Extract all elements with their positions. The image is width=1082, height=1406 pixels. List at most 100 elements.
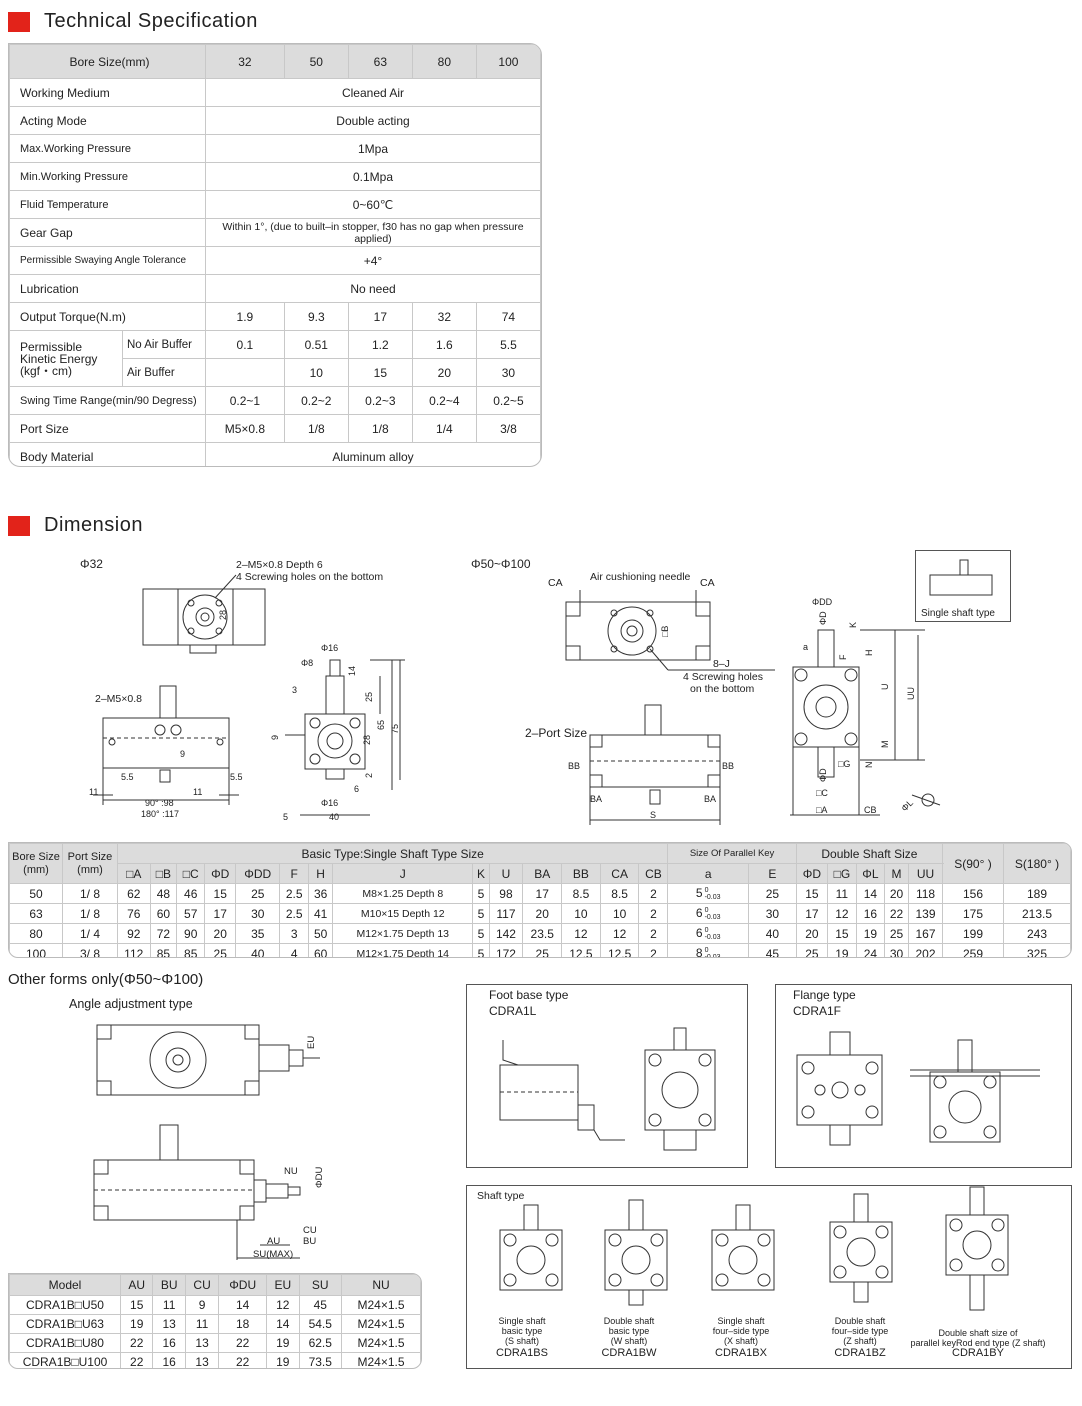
row-value: 0.1Mpa — [205, 162, 541, 191]
col-L: ΦL — [855, 863, 886, 884]
dim-28-side: 28 — [362, 735, 372, 745]
phi50-100-label: Φ50~Φ100 — [471, 557, 531, 571]
bu-col: BU — [152, 1274, 186, 1296]
tol-lower: -0.03 — [704, 953, 721, 958]
cell: 30 — [475, 358, 541, 387]
table-cell: 19 — [266, 1333, 300, 1353]
phi32-label: Φ32 — [80, 557, 103, 571]
dimension-title: Dimension — [44, 514, 143, 536]
bore-63: 63 — [347, 44, 413, 79]
cell: 1/4 — [411, 414, 477, 443]
nu-col: NU — [341, 1274, 421, 1296]
row-value: 1Mpa — [205, 134, 541, 163]
row-label: Acting Mode — [9, 106, 206, 135]
dimension-section-title: Dimension — [8, 514, 143, 537]
dim-label: BA — [704, 794, 716, 804]
bore-size-header: Bore Size(mm) — [9, 44, 206, 79]
screw-holes-label-1: 4 Screwing holes — [683, 671, 763, 683]
s180-header: S(180° ) — [1003, 843, 1071, 884]
flange-box — [775, 984, 1072, 1168]
row-label: Fluid Temperature — [9, 190, 206, 219]
cell: 0.1 — [205, 330, 285, 359]
table-row: Air Buffer 10 15 20 30 — [10, 358, 541, 387]
col-G: □G — [827, 863, 857, 884]
cell: 10 — [283, 358, 349, 387]
eu-label: EU — [306, 1036, 317, 1049]
double-shaft-header: Double Shaft Size — [795, 843, 944, 864]
table-row: Fluid Temperature 0~60℃ — [9, 190, 541, 219]
key-tolerance: 0-0.03 — [705, 887, 721, 901]
table-cell: 14 — [266, 1314, 300, 1334]
shaft-caption: Double shaft basic type (W shaft) — [603, 1316, 655, 1346]
spec-section-title: Technical Specification — [8, 10, 258, 33]
dim-label: ΦD — [818, 611, 828, 625]
dim-6: 6 — [354, 784, 359, 794]
cell: 20 — [411, 358, 477, 387]
dim-9: 9 — [180, 749, 185, 759]
table-row: Lubrication No need — [9, 274, 541, 303]
table-cell: 3/ 8 — [62, 943, 118, 957]
table-cell: 117 — [488, 903, 524, 924]
dim-11-left: 11 — [89, 787, 98, 797]
col-F: F — [279, 863, 310, 884]
row-label: Permissible Kinetic Energy (kgf・cm) — [9, 330, 123, 387]
nu-label: NU — [284, 1166, 298, 1177]
table-cell: 5 — [472, 923, 490, 944]
shaft-caption: Double shaft four–side type (Z shaft) — [831, 1316, 889, 1346]
foot-base-model: CDRA1L — [489, 1004, 537, 1018]
dim-label: ΦD — [818, 768, 828, 782]
key-size: 6 — [695, 906, 703, 921]
tol-upper: 0 — [704, 886, 709, 894]
key-tolerance: 0-0.03 — [704, 947, 721, 958]
dim-5.5-right: 5.5 — [230, 772, 243, 782]
port-size-label: 2–Port Size — [525, 726, 588, 740]
du-label: ΦDU — [314, 1167, 325, 1188]
model-col: Model — [9, 1274, 121, 1296]
table-cell: 22 — [884, 903, 910, 924]
su-max-label: SU(MAX) — [253, 1249, 293, 1260]
table-cell: 10 — [599, 903, 640, 924]
table-cell: 325 — [1003, 943, 1071, 957]
dim-65: 65 — [376, 720, 386, 730]
cell: 0.2~2 — [283, 386, 349, 415]
table-cell: 24 — [855, 943, 886, 957]
table-cell: 16 — [152, 1352, 186, 1368]
table-cell: 243 — [1003, 923, 1071, 944]
red-square-icon — [8, 11, 30, 32]
table-cell: 25 — [204, 943, 237, 957]
shaft-caption: Double shaft size of parallel keyRod end… — [910, 1328, 1046, 1348]
dim-phi16-top: Φ16 — [321, 643, 338, 653]
sub-label: No Air Buffer — [122, 330, 206, 359]
table-cell: CDRA1B□U50 — [9, 1295, 121, 1315]
shaft-caption: Single shaft basic type (S shaft) — [498, 1316, 546, 1346]
col-D2: ΦD — [795, 863, 829, 884]
table-cell: 12 — [827, 903, 857, 924]
shaft-model: CDRA1BZ — [834, 1347, 886, 1359]
m5-depth-note: 2–M5×0.8 Depth 6 — [236, 559, 323, 571]
row-value: No need — [205, 274, 541, 303]
8j-label: 8–J — [713, 658, 730, 670]
table-cell: 142 — [488, 923, 524, 944]
red-square-icon — [8, 515, 30, 536]
table-cell: 199 — [942, 923, 1004, 944]
table-row: Output Torque(N.m) 1.9 9.3 17 32 74 — [9, 302, 541, 331]
dim-label: K — [848, 622, 858, 628]
bore-50: 50 — [283, 44, 349, 79]
dim-180: 180° :117 — [141, 809, 179, 819]
table-cell: CDRA1B□U63 — [9, 1314, 121, 1334]
cell: 9.3 — [283, 302, 349, 331]
table-cell: 48 — [149, 883, 178, 904]
dim-label: H — [864, 650, 874, 657]
flange-title: Flange type — [793, 988, 856, 1002]
dim-phi16-bottom: Φ16 — [321, 798, 338, 808]
au-col: AU — [119, 1274, 154, 1296]
